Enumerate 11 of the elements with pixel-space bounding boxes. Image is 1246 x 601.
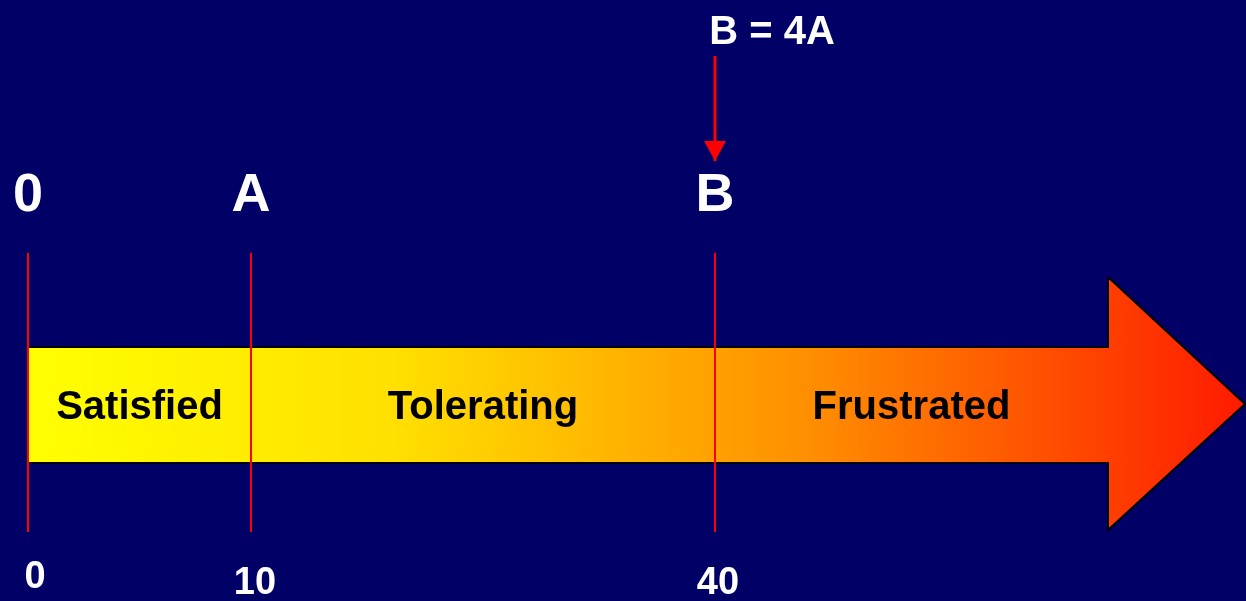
zone-label: Satisfied — [56, 382, 223, 428]
formula-text: B = 4A — [709, 10, 835, 50]
scale-value: 40 — [696, 562, 740, 600]
scale-value: 10 — [233, 562, 277, 600]
scale-letter: A — [231, 165, 271, 219]
zone-label: Frustrated — [812, 382, 1011, 428]
scale-letter: 0 — [13, 165, 43, 219]
arrow — [704, 56, 726, 161]
scale-value: 0 — [24, 556, 46, 594]
zone-label: Tolerating — [387, 382, 579, 428]
threshold-letter: B — [695, 165, 735, 219]
